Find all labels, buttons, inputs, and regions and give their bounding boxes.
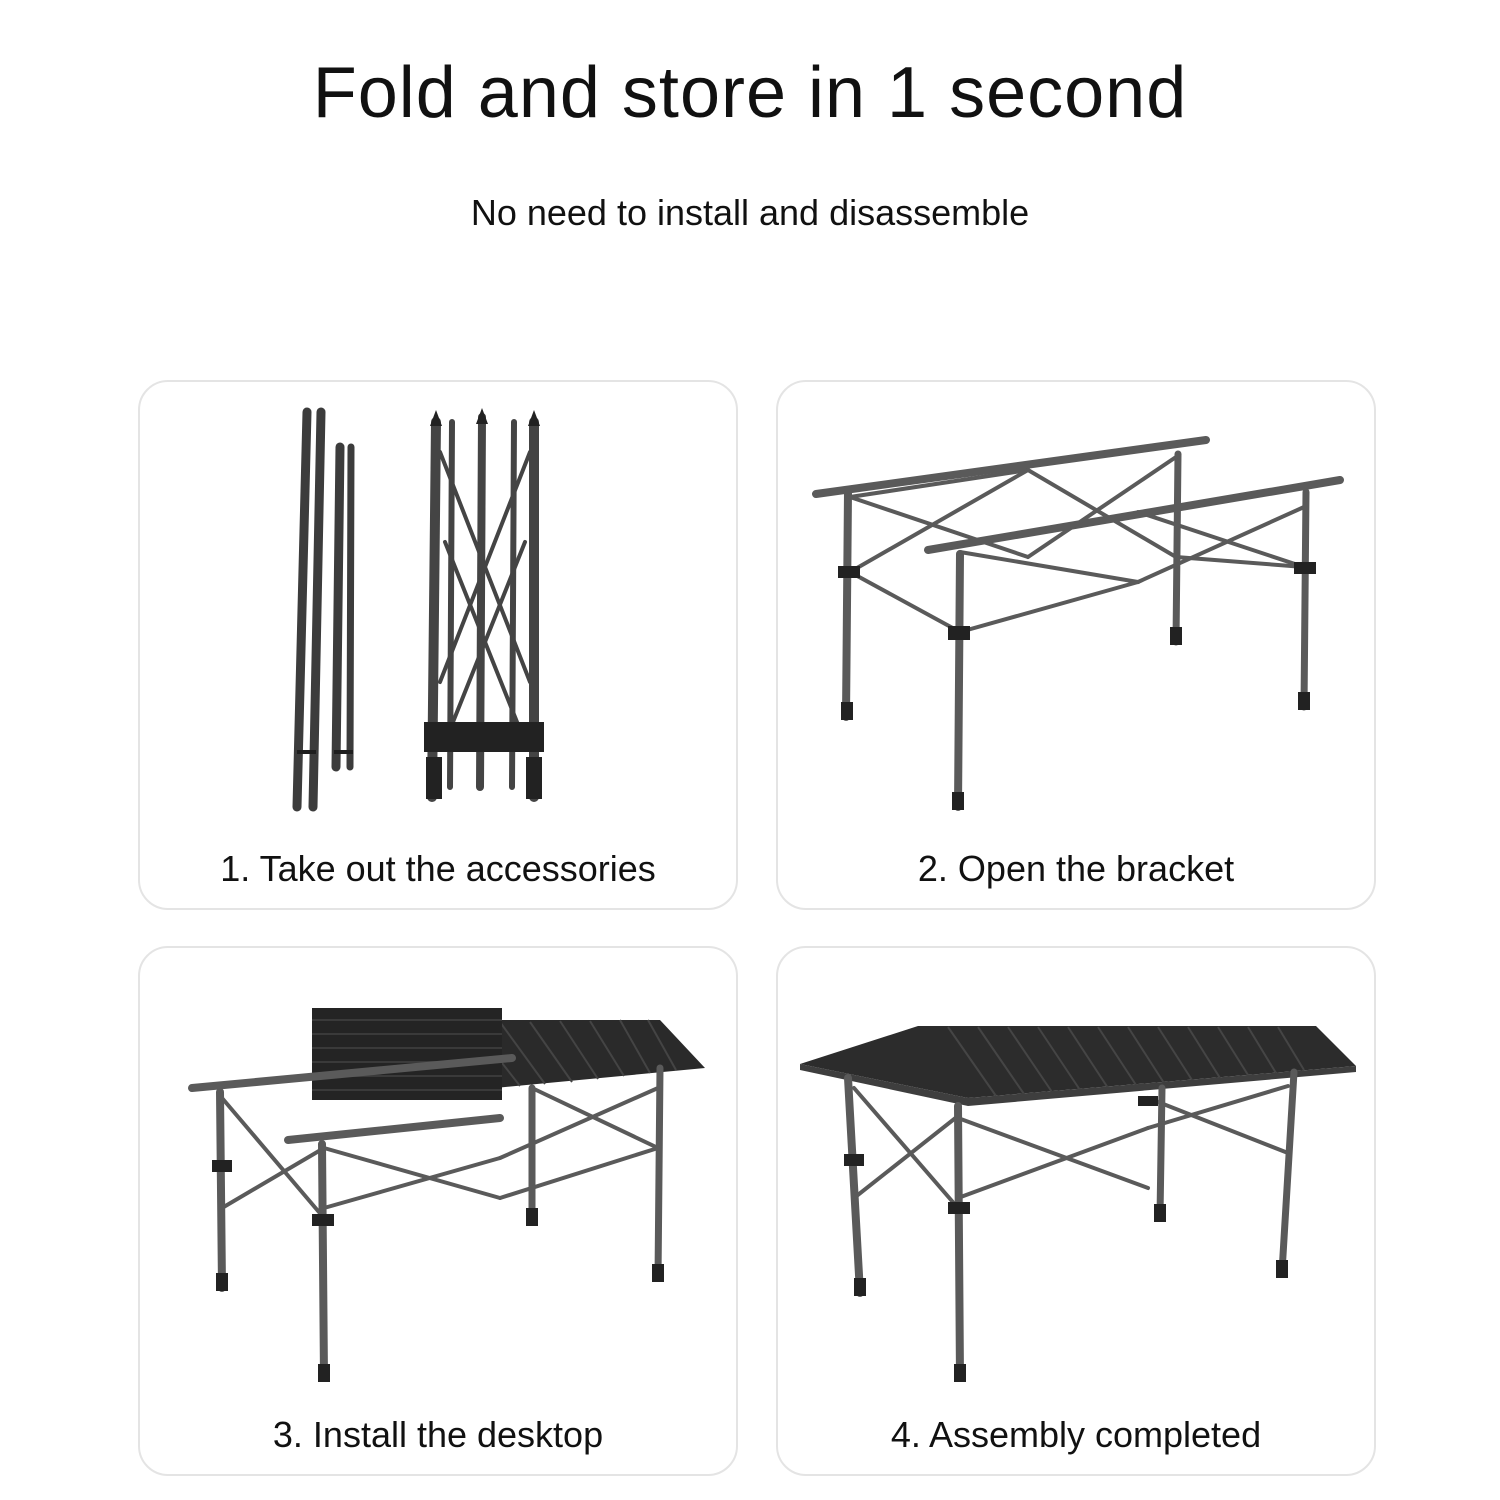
step-card-2: 2. Open the bracket <box>776 380 1376 910</box>
rolling-tabletop-illustration <box>188 1008 705 1382</box>
step-caption: 1. Take out the accessories <box>220 848 656 889</box>
step-card-4: 4. Assembly completed <box>776 946 1376 1476</box>
step-card-3: 3. Install the desktop <box>138 946 738 1476</box>
folded-table-parts-illustration <box>292 407 544 812</box>
open-bracket-frame-illustration <box>812 436 1344 811</box>
step-caption: 2. Open the bracket <box>917 848 1235 889</box>
step-caption: 3. Install the desktop <box>272 1414 604 1455</box>
step-caption: 4. Assembly completed <box>890 1414 1262 1455</box>
assembled-table-illustration <box>800 1026 1356 1382</box>
page-subtitle: No need to install and disassemble <box>470 192 1030 233</box>
step-card-1: 1. Take out the accessories <box>138 380 738 910</box>
page-title: Fold and store in 1 second <box>312 53 1188 133</box>
